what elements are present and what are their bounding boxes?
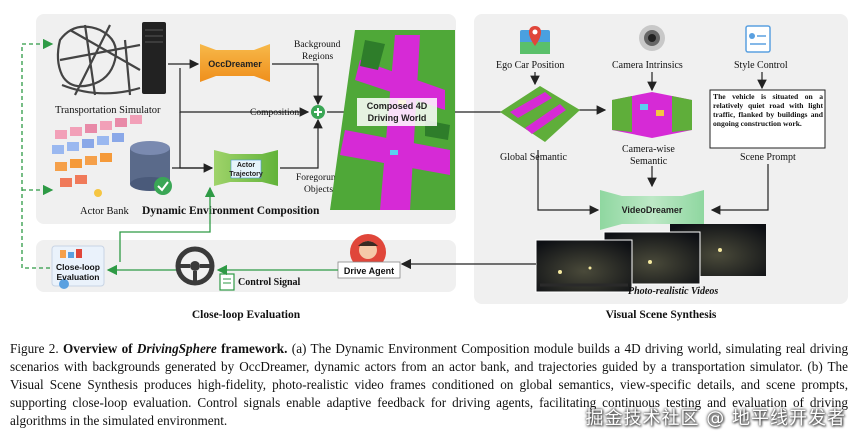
caption-bold-b: framework. (221, 341, 288, 356)
composition-label: Composition (250, 108, 299, 118)
camera-intrinsics-label: Camera Intrinsics (612, 60, 683, 71)
ego-car-position-label: Ego Car Position (496, 60, 564, 71)
photo-realistic-label: Photo-realistic Videos (628, 286, 718, 297)
videodreamer-block (600, 190, 704, 230)
caption-name: DrivingSphere (136, 341, 217, 356)
composed-world-label-1: Composed 4D (367, 101, 428, 111)
style-control-icon (745, 25, 771, 53)
control-signal-label: Control Signal (238, 277, 301, 288)
watermark: 掘金技术社区 @ 地平线开发者 (585, 408, 846, 429)
evaluation-icon (51, 245, 105, 289)
camera-wise-semantic-label-1: Camera-wise (622, 144, 675, 155)
caption-text: (a) The Dynamic Environment Composition … (10, 341, 849, 428)
global-semantic-label: Global Semantic (500, 152, 567, 163)
drive-agent-label: Drive Agent (344, 266, 394, 276)
figure-caption: Figure 2. Overview of DrivingSphere fram… (10, 340, 848, 430)
drive-agent-avatar (350, 234, 386, 270)
background-label-2: Regions (302, 52, 333, 62)
database-icon (130, 141, 172, 195)
videodreamer-label: VideoDreamer (622, 205, 683, 215)
evaluation-label-2: Evaluation (57, 272, 100, 282)
camera-wise-semantic-label-2: Semantic (630, 156, 668, 167)
scene-prompt-text: The vehicle is situated on a relatively … (713, 92, 823, 128)
composed-world-label-2: Driving World (368, 113, 427, 123)
map-pin-icon (520, 26, 550, 54)
style-control-label: Style Control (734, 60, 788, 71)
panel-c-title: Close-loop Evaluation (192, 309, 301, 321)
actor-bank-icon (52, 115, 142, 197)
scene-prompt-box (709, 89, 826, 149)
scene-prompt-label: Scene Prompt (740, 152, 796, 163)
panel-b-title: Visual Scene Synthesis (606, 309, 717, 321)
actor-trajectory-label-2: Trajectory (229, 171, 263, 178)
panel-a-title: Dynamic Environment Composition (142, 205, 320, 217)
steering-wheel-icon (175, 246, 215, 286)
caption-bold-a: Overview of (63, 341, 133, 356)
camera-wise-semantic-image (612, 92, 692, 138)
background-label-1: Background (294, 40, 341, 50)
camera-icon (639, 25, 665, 51)
server-tower-icon (142, 22, 166, 94)
caption-prefix: Figure 2. (10, 341, 59, 356)
occdreamer-block (200, 44, 270, 82)
foreground-label-2: Objects (304, 185, 333, 195)
evaluation-label-1: Close-loop (56, 262, 100, 272)
transportation-map-icon (56, 24, 141, 96)
transportation-simulator-label: Transportation Simulator (55, 105, 161, 116)
occdreamer-label: OccDreamer (208, 59, 262, 69)
control-document-icon (219, 273, 235, 291)
global-semantic-image (500, 86, 580, 142)
foreground-label-1: Foregorund (296, 173, 341, 183)
figure-diagram: Transportation Simulator Actor Bank Dyna… (21, 14, 848, 321)
photo-realistic-videos (535, 224, 766, 293)
actor-bank-label: Actor Bank (80, 206, 129, 217)
actor-trajectory-label-1: Actor (237, 162, 256, 169)
